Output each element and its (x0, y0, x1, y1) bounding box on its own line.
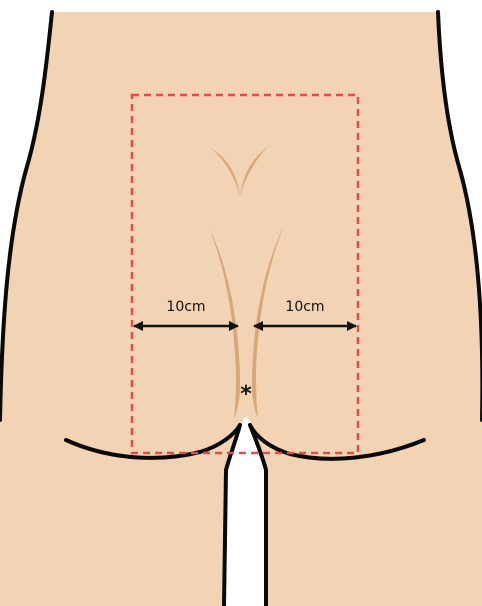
right-distance-label: 10cm (285, 299, 324, 315)
left-distance-label: 10cm (166, 299, 205, 315)
point-marker-asterisk: * (240, 382, 252, 407)
